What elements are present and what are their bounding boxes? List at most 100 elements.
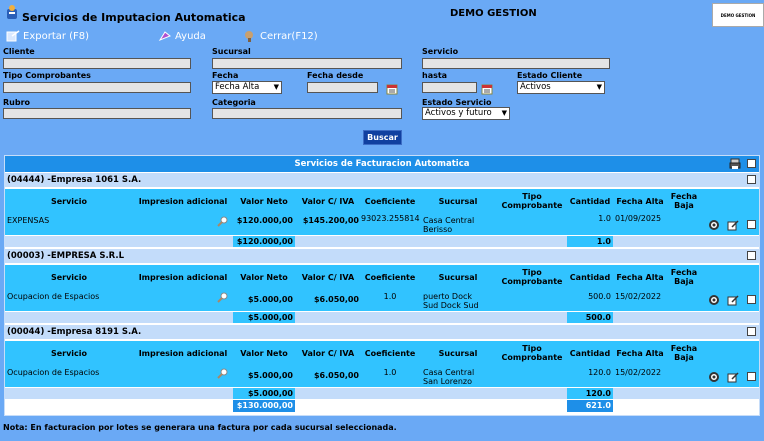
categoria-label: Categoria <box>212 98 256 107</box>
tipo-comprobantes-input[interactable] <box>3 82 191 93</box>
magnify-icon[interactable] <box>217 367 229 379</box>
col-servicio: Servicio <box>50 196 88 206</box>
table-row: Ocupacion de Espacios $5.000,00 $6.050,0… <box>5 365 759 387</box>
cell-fecha-alta: 15/02/2022 <box>615 368 662 377</box>
categoria-input[interactable] <box>212 108 402 119</box>
col-cantidad: Cantidad <box>569 272 611 282</box>
settings-icon[interactable] <box>708 371 720 383</box>
cell-sucursal-2: San Lorenzo <box>423 377 473 386</box>
calendar-icon[interactable] <box>386 83 398 95</box>
col-coeficiente: Coeficiente <box>364 196 416 206</box>
group-checkbox[interactable] <box>747 327 756 336</box>
cell-cantidad: 120.0 <box>588 368 611 377</box>
app-title: Servicios de Imputacion Automatica <box>22 11 246 24</box>
col-valor-iva: Valor C/ IVA <box>301 272 355 282</box>
total-row: $130.000,00 621.0 <box>5 400 759 412</box>
settings-icon[interactable] <box>708 294 720 306</box>
servicio-input[interactable] <box>422 58 610 69</box>
services-grid: Servicios de Facturacion Automatica (044… <box>4 155 760 416</box>
total-cantidad: 621.0 <box>567 400 613 412</box>
export-label: Exportar (F8) <box>23 30 90 42</box>
subtotal-neto: $5.000,00 <box>233 312 295 323</box>
col-fecha-baja: Fecha Baja <box>670 344 698 362</box>
col-tipo: Tipo Comprobante <box>501 192 563 210</box>
cliente-label: Cliente <box>3 47 35 56</box>
estado-cliente-select[interactable]: Activos <box>517 81 605 94</box>
cell-sucursal-1: Casa Central <box>423 216 475 225</box>
subtotal-row: $120.000,00 1.0 <box>5 236 759 247</box>
col-valor-neto: Valor Neto <box>240 272 288 282</box>
col-valor-neto: Valor Neto <box>240 196 288 206</box>
sucursal-label: Sucursal <box>212 47 251 56</box>
col-servicio: Servicio <box>50 348 88 358</box>
col-valor-iva: Valor C/ IVA <box>301 348 355 358</box>
fecha-select[interactable]: Fecha Alta <box>212 81 282 94</box>
col-coeficiente: Coeficiente <box>364 272 416 282</box>
fecha-desde-label: Fecha desde <box>307 71 364 80</box>
col-sucursal: Sucursal <box>438 272 478 282</box>
calendar-icon[interactable] <box>481 83 493 95</box>
subtotal-row: $5.000,00 500.0 <box>5 312 759 323</box>
col-impresion: Impresion adicional <box>138 348 228 358</box>
edit-icon[interactable] <box>727 219 739 231</box>
company-name: DEMO GESTION <box>450 8 537 19</box>
magnify-icon[interactable] <box>217 291 229 303</box>
row-checkbox[interactable] <box>747 372 756 381</box>
close-button[interactable]: Cerrar(F12) <box>243 30 318 42</box>
cell-valor-iva: $6.050,00 <box>313 371 359 380</box>
cliente-input[interactable] <box>3 58 191 69</box>
magnify-icon[interactable] <box>217 215 229 227</box>
select-all-checkbox[interactable] <box>747 159 756 168</box>
servicio-label: Servicio <box>422 47 459 56</box>
column-header-row: Servicio Impresion adicional Valor Neto … <box>5 341 759 365</box>
edit-icon[interactable] <box>727 371 739 383</box>
cell-coeficiente: 1.0 <box>383 292 397 301</box>
search-button[interactable]: Buscar <box>363 130 402 145</box>
settings-icon[interactable] <box>708 219 720 231</box>
cell-cantidad: 500.0 <box>588 292 611 301</box>
cell-fecha-alta: 01/09/2025 <box>615 214 662 223</box>
group-title: (04444) -Empresa 1061 S.A. <box>7 175 142 185</box>
cell-valor-neto: $120.000,00 <box>236 216 293 225</box>
col-fecha-baja: Fecha Baja <box>670 268 698 286</box>
title-bar: Servicios de Imputacion Automatica DEMO … <box>0 0 764 28</box>
cell-fecha-alta: 15/02/2022 <box>615 292 662 301</box>
cell-valor-iva: $145.200,00 <box>302 216 359 225</box>
cell-coeficiente: 93023.255814 <box>361 214 420 223</box>
footer-note: Nota: En facturacion por lotes se genera… <box>3 423 397 432</box>
cell-valor-neto: $5.000,00 <box>247 295 293 304</box>
rubro-label: Rubro <box>3 98 31 107</box>
company-logo: DEMO GESTION <box>712 3 764 27</box>
col-cantidad: Cantidad <box>569 348 611 358</box>
col-coeficiente: Coeficiente <box>364 348 416 358</box>
subtotal-row: $5.000,00 120.0 <box>5 388 759 399</box>
subtotal-cantidad: 500.0 <box>567 312 613 323</box>
col-impresion: Impresion adicional <box>138 196 228 206</box>
group-checkbox[interactable] <box>747 251 756 260</box>
group-checkbox[interactable] <box>747 175 756 184</box>
fecha-label: Fecha <box>212 71 239 80</box>
col-fecha-alta: Fecha Alta <box>616 196 664 206</box>
col-fecha-alta: Fecha Alta <box>616 272 664 282</box>
col-fecha-baja: Fecha Baja <box>670 192 698 210</box>
fecha-desde-input[interactable] <box>307 82 378 93</box>
row-checkbox[interactable] <box>747 220 756 229</box>
table-row: EXPENSAS $120.000,00 $145.200,00 93023.2… <box>5 213 759 235</box>
estado-servicio-select[interactable]: Activos y futuro <box>422 107 510 120</box>
print-icon[interactable] <box>729 158 741 170</box>
col-sucursal: Sucursal <box>438 196 478 206</box>
hasta-input[interactable] <box>422 82 477 93</box>
help-button[interactable]: Ayuda <box>158 30 206 42</box>
cell-sucursal-1: Casa Central <box>423 368 475 377</box>
subtotal-cantidad: 1.0 <box>567 236 613 247</box>
cell-valor-neto: $5.000,00 <box>247 371 293 380</box>
rubro-input[interactable] <box>3 108 191 119</box>
sucursal-input[interactable] <box>212 58 402 69</box>
edit-icon[interactable] <box>727 294 739 306</box>
row-checkbox[interactable] <box>747 295 756 304</box>
col-cantidad: Cantidad <box>569 196 611 206</box>
export-button[interactable]: Exportar (F8) <box>6 30 89 42</box>
col-valor-iva: Valor C/ IVA <box>301 196 355 206</box>
col-fecha-alta: Fecha Alta <box>616 348 664 358</box>
column-header-row: Servicio Impresion adicional Valor Neto … <box>5 265 759 289</box>
